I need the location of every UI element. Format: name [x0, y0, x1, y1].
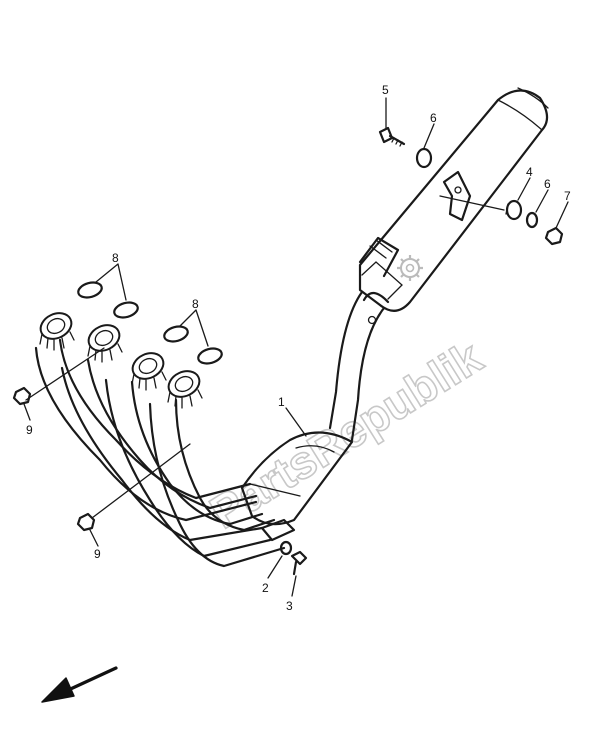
grommet-4 [505, 199, 523, 221]
leader-lines [23, 97, 569, 597]
gasket-1 [77, 281, 103, 299]
callout-3: 3 [286, 599, 293, 613]
gear-icon [397, 255, 423, 281]
connector-pipe [328, 290, 390, 442]
washer-6-lower [525, 211, 539, 229]
flange-4 [167, 370, 203, 409]
nut-9-lower [76, 512, 96, 532]
flange-3 [131, 352, 167, 391]
callout-2: 2 [262, 581, 269, 595]
nut-7 [544, 226, 564, 246]
callout-9-upper: 9 [26, 423, 33, 437]
callout-8-left: 8 [112, 251, 119, 265]
hardware [12, 126, 564, 576]
callout-8-right: 8 [192, 297, 199, 311]
bolt-3 [290, 550, 308, 576]
gasket-4 [197, 347, 223, 365]
gasket-3 [163, 325, 189, 343]
callout-9-lower: 9 [94, 547, 101, 561]
flange-1 [39, 312, 75, 351]
front-direction-arrow-icon [41, 666, 118, 703]
watermark-text: PartsRepublik [201, 330, 491, 538]
callout-5: 5 [382, 83, 389, 97]
gasket-2 [113, 301, 139, 319]
flange-2 [87, 324, 123, 363]
callout-1: 1 [278, 395, 285, 409]
nut-9-upper [12, 386, 32, 406]
washer-6-upper [415, 147, 433, 169]
callout-6-lower: 6 [544, 177, 551, 191]
collector [240, 431, 354, 542]
washer-2 [279, 540, 293, 556]
callout-7: 7 [564, 189, 571, 203]
callout-6-upper: 6 [430, 111, 437, 125]
callouts: 1 2 3 4 5 6 6 7 8 8 9 9 [26, 83, 571, 613]
header-pipes [34, 338, 286, 568]
bolt-5 [378, 126, 406, 147]
muffler [358, 87, 549, 325]
head-flanges [39, 281, 223, 409]
callout-4: 4 [526, 165, 533, 179]
